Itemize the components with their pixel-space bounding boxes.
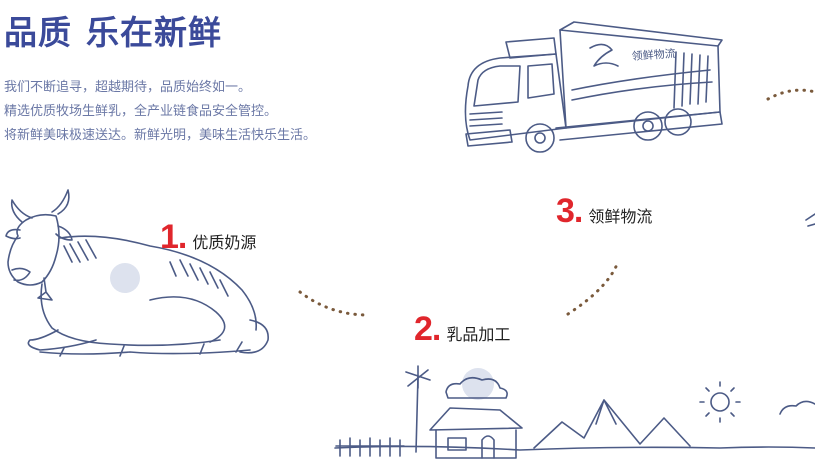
smoke-shade xyxy=(462,368,494,400)
truck-front-wheel xyxy=(525,123,555,153)
windmill-blades xyxy=(405,365,431,389)
intro-line-3: 将新鲜美味极速送达。新鲜光明，美味生活快乐生活。 xyxy=(4,128,317,143)
step-3-number: 3. xyxy=(556,192,583,230)
truck-side-window xyxy=(527,63,555,99)
truck-rear-wheel-2 xyxy=(664,108,692,136)
truck-cooler-unit xyxy=(505,37,557,59)
fence xyxy=(335,437,405,457)
cow-tail xyxy=(239,319,269,354)
cow-neck-hatching xyxy=(63,239,97,263)
cow-left-ear xyxy=(5,228,21,240)
factory-sketch xyxy=(334,213,815,459)
step-1-number: 1. xyxy=(160,218,187,256)
truck-cargo-stripe-1 xyxy=(571,69,711,91)
headline: 品质乐在新鲜 xyxy=(4,8,222,58)
right-edge-sketch xyxy=(805,213,815,227)
cow-right-ear xyxy=(55,225,73,241)
step-3-label: 领鲜物流 xyxy=(588,207,653,226)
intro-line-1: 我们不断追寻，超越期待，品质始终如一。 xyxy=(4,80,252,95)
house-walls xyxy=(435,429,517,459)
truck-cargo-hatching xyxy=(673,51,709,109)
dotted-path-2 xyxy=(566,260,620,316)
step-2: 2. 乳品加工 xyxy=(414,310,510,349)
dotted-connectors xyxy=(298,88,815,317)
cow-grass xyxy=(39,341,251,357)
step-2-number: 2. xyxy=(414,310,441,348)
truck-side-lettering: 领鲜物流 xyxy=(631,46,676,63)
step-1-label: 优质奶源 xyxy=(192,233,257,252)
truck-grille xyxy=(469,111,503,127)
cow-nose xyxy=(11,267,31,282)
step-3: 3. 领鲜物流 xyxy=(556,192,652,231)
cow-hind-leg xyxy=(149,296,226,343)
truck-logo-mark xyxy=(589,43,619,67)
cow-back xyxy=(59,235,258,331)
truck-chassis xyxy=(555,111,723,141)
cow-belly xyxy=(40,283,221,347)
truck-windshield xyxy=(473,65,521,107)
truck-sketch xyxy=(464,21,723,153)
cow-shade-spot xyxy=(110,263,140,293)
cow-front-leg xyxy=(27,329,97,351)
headline-part-2: 乐在新鲜 xyxy=(86,13,222,52)
truck-rear-wheel xyxy=(633,111,663,141)
intro-line-2: 精选优质牧场生鲜乳，全产业链食品安全管控。 xyxy=(4,104,278,119)
truck-rear-hub xyxy=(642,120,654,132)
truck-cargo-stripe-2 xyxy=(571,81,713,101)
truck-cargo-top-edge xyxy=(559,21,723,47)
cloud-right xyxy=(779,400,815,415)
truck-cab xyxy=(464,53,567,141)
cow-left-horn xyxy=(10,199,33,223)
step-2-label: 乳品加工 xyxy=(446,325,511,344)
house-window xyxy=(447,437,467,451)
dotted-path-3 xyxy=(766,88,815,101)
truck-front-hub xyxy=(534,132,546,144)
ground-line xyxy=(334,445,815,451)
mountains xyxy=(533,399,691,449)
cow-right-horn xyxy=(51,189,70,215)
cow-head xyxy=(7,213,60,286)
step-1: 1. 优质奶源 xyxy=(160,218,256,257)
truck-bumper xyxy=(465,129,513,147)
dotted-path-1 xyxy=(298,290,370,317)
cow-sketch xyxy=(5,189,269,357)
cow-hip-hatching xyxy=(169,259,229,297)
cloud-left xyxy=(445,376,508,399)
headline-part-1: 品质 xyxy=(4,13,72,52)
sun xyxy=(710,392,730,412)
cow-bell xyxy=(37,277,53,301)
house-roof xyxy=(429,407,523,431)
house-door xyxy=(481,435,495,459)
sun-rays xyxy=(699,381,741,423)
intro-text: 我们不断追寻，超越期待，品质始终如一。 精选优质牧场生鲜乳，全产业链食品安全管控… xyxy=(4,76,316,148)
